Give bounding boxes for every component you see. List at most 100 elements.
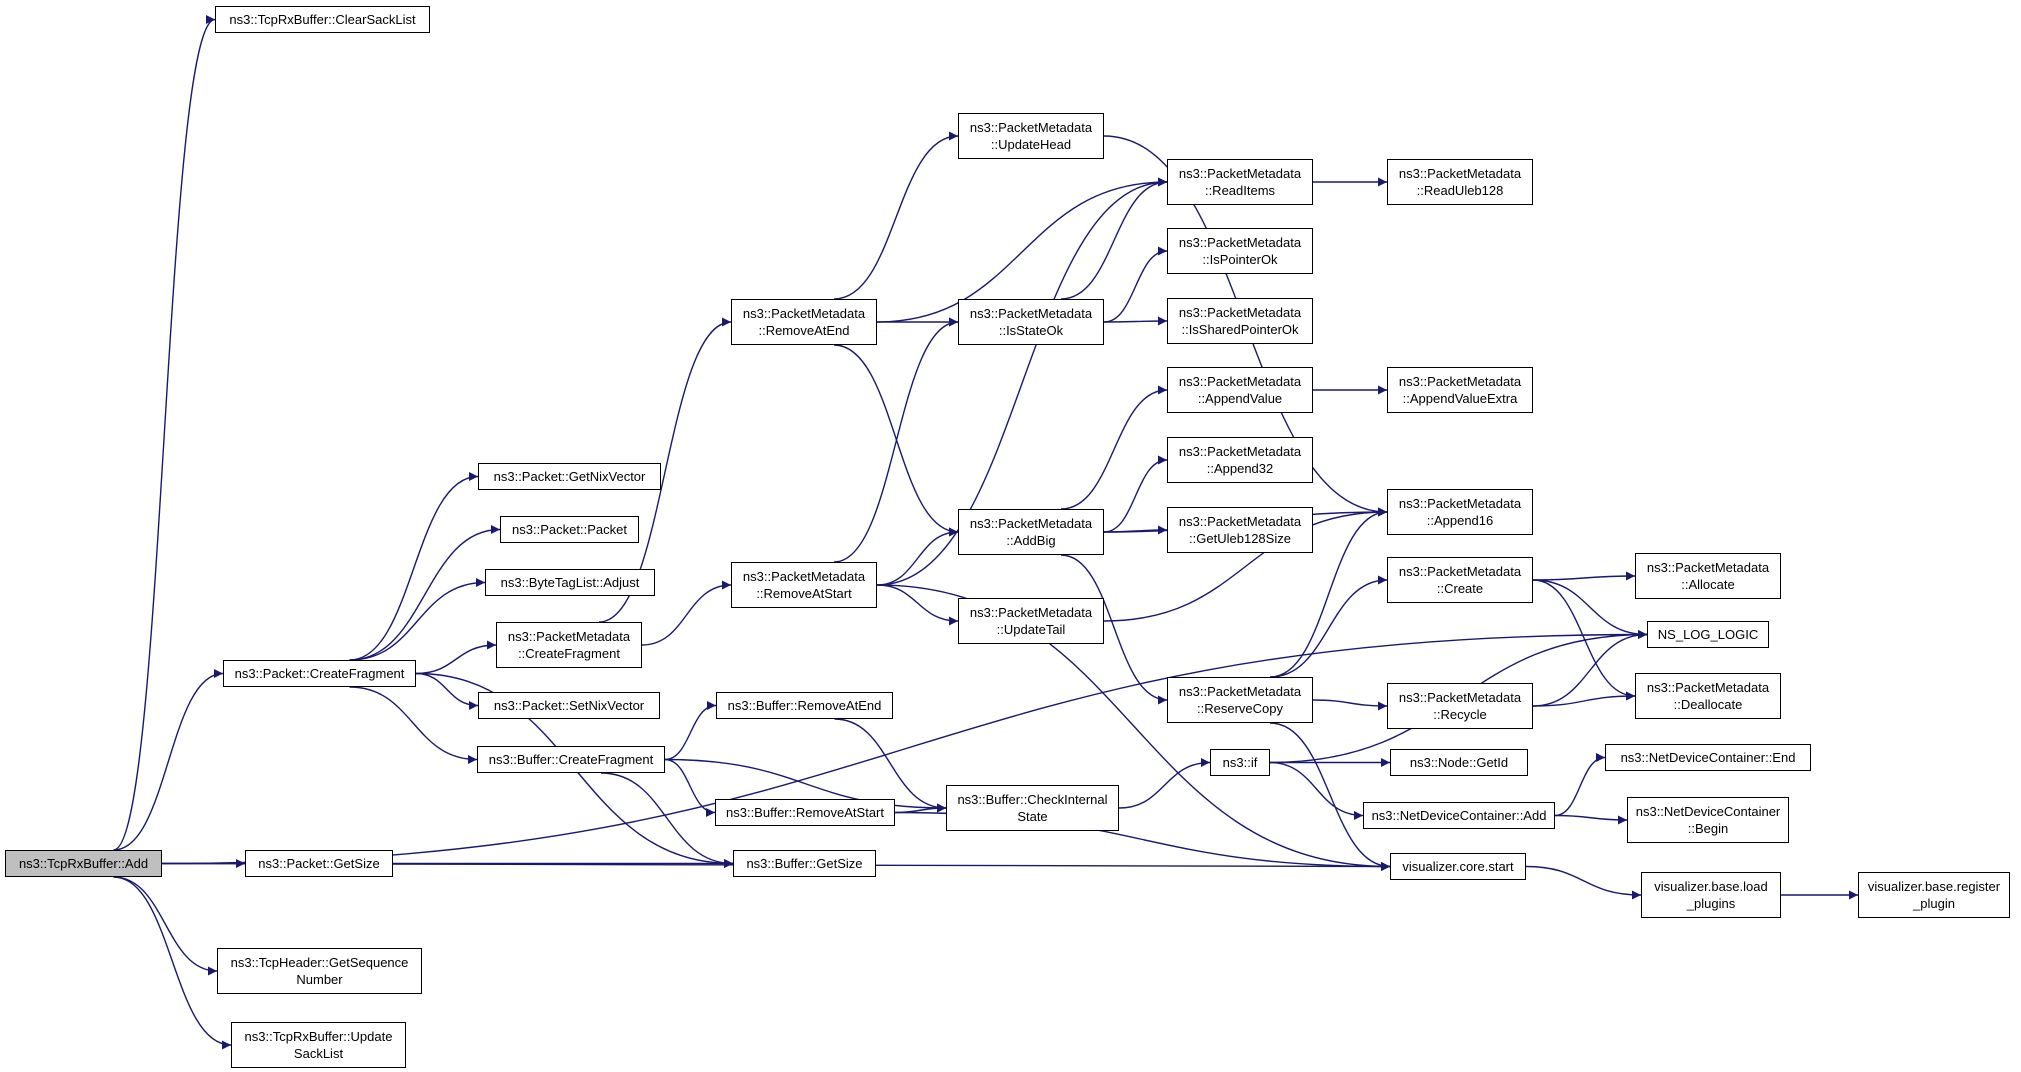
node-label: ::ReserveCopy xyxy=(1197,701,1283,716)
node-pmIsSharedPointerOk[interactable]: ns3::PacketMetadata::IsSharedPointerOk xyxy=(1167,298,1313,344)
node-vizCoreStart[interactable]: visualizer.core.start xyxy=(1390,853,1526,880)
edge-pmCreate-to-pmDeallocate xyxy=(1532,579,1636,701)
node-nodeGetId[interactable]: ns3::Node::GetId xyxy=(1390,749,1528,776)
node-pmIsStateOk[interactable]: ns3::PacketMetadata::IsStateOk xyxy=(958,299,1104,345)
node-bufCreateFragment[interactable]: ns3::Buffer::CreateFragment xyxy=(477,746,665,773)
edge-pmCreateFragment-to-pmRemoveAtStart xyxy=(641,580,732,646)
node-vizLoadPlugins[interactable]: visualizer.base.load_plugins xyxy=(1641,872,1781,918)
node-label: Number xyxy=(296,972,343,987)
node-pmDeallocate[interactable]: ns3::PacketMetadata::Deallocate xyxy=(1635,673,1781,719)
edge-bufCreateFragment-to-bufRemoveAtStart xyxy=(664,758,716,817)
node-vizRegisterPlugin[interactable]: visualizer.base.register_plugin xyxy=(1858,872,2010,918)
node-label: ns3::NetDeviceContainer::Add xyxy=(1371,808,1547,823)
node-label: ns3::PacketMetadata xyxy=(507,629,631,644)
node-label: _plugins xyxy=(1686,896,1736,911)
node-pmAllocate[interactable]: ns3::PacketMetadata::Allocate xyxy=(1635,553,1781,599)
edge-pktCreateFragment-to-bufCreateFragment xyxy=(349,686,478,764)
edge-pmAddBig-to-pmAppendValue xyxy=(1060,385,1168,510)
edge-pmRemoveAtStart-to-pmUpdateTail xyxy=(876,584,959,626)
edge-pmReserveCopy-to-pmRecycle xyxy=(1312,699,1388,711)
node-label: ns3::PacketMetadata xyxy=(1398,690,1522,705)
node-ndcAdd[interactable]: ns3::NetDeviceContainer::Add xyxy=(1363,802,1555,829)
edge-pmAddBig-to-pmAppend32 xyxy=(1103,455,1168,533)
node-label: ns3::TcpRxBuffer::Add xyxy=(18,856,149,871)
node-label: ::UpdateTail xyxy=(996,622,1066,637)
node-label: ::UpdateHead xyxy=(990,137,1072,152)
node-label: ns3::Buffer::CreateFragment xyxy=(488,752,654,767)
edge-add-to-tcpHdrSeq xyxy=(113,876,218,976)
node-ns3if[interactable]: ns3::if xyxy=(1210,749,1270,776)
node-label: ns3::PacketMetadata xyxy=(1398,166,1522,181)
node-label: ::RemoveAtStart xyxy=(756,586,852,601)
node-add[interactable]: ns3::TcpRxBuffer::Add xyxy=(5,850,162,877)
node-pmAppend16[interactable]: ns3::PacketMetadata::Append16 xyxy=(1387,489,1533,535)
node-label: ::AddBig xyxy=(1006,533,1056,548)
node-pmAppendValueExtra[interactable]: ns3::PacketMetadata::AppendValueExtra xyxy=(1387,367,1533,413)
node-btlAdjust[interactable]: ns3::ByteTagList::Adjust xyxy=(485,569,655,596)
node-pmUpdateTail[interactable]: ns3::PacketMetadata::UpdateTail xyxy=(958,598,1104,644)
node-bufGetSize[interactable]: ns3::Buffer::GetSize xyxy=(733,850,876,877)
node-ndcEnd[interactable]: ns3::NetDeviceContainer::End xyxy=(1605,744,1811,771)
node-label: ns3::Packet::GetNixVector xyxy=(493,469,646,484)
node-label: ns3::ByteTagList::Adjust xyxy=(500,575,640,590)
node-pmReserveCopy[interactable]: ns3::PacketMetadata::ReserveCopy xyxy=(1167,677,1313,723)
node-label: ::Recycle xyxy=(1433,707,1487,722)
node-pmIsPointerOk[interactable]: ns3::PacketMetadata::IsPointerOk xyxy=(1167,228,1313,274)
node-label: ns3::PacketMetadata xyxy=(969,306,1093,321)
node-pmReadItems[interactable]: ns3::PacketMetadata::ReadItems xyxy=(1167,159,1313,205)
edge-ndcAdd-to-ndcBegin xyxy=(1554,814,1628,825)
edge-pmRemoveAtStart-to-pmIsStateOk xyxy=(833,317,959,563)
node-pktGetSize[interactable]: ns3::Packet::GetSize xyxy=(245,850,393,877)
node-pmAddBig[interactable]: ns3::PacketMetadata::AddBig xyxy=(958,509,1104,555)
node-label: NS_LOG_LOGIC xyxy=(1657,627,1759,642)
node-label: ns3::PacketMetadata xyxy=(1398,496,1522,511)
node-label: ::AppendValueExtra xyxy=(1402,391,1518,406)
node-label: ::Append16 xyxy=(1426,513,1494,528)
node-label: ns3::PacketMetadata xyxy=(969,516,1093,531)
node-pmAppend32[interactable]: ns3::PacketMetadata::Append32 xyxy=(1167,437,1313,483)
node-label: visualizer.base.register xyxy=(1867,879,2001,894)
node-label: ns3::PacketMetadata xyxy=(1178,166,1302,181)
node-pmAppendValue[interactable]: ns3::PacketMetadata::AppendValue xyxy=(1167,367,1313,413)
node-label: ::RemoveAtEnd xyxy=(758,323,850,338)
node-pktCreateFragment[interactable]: ns3::Packet::CreateFragment xyxy=(223,660,416,687)
node-getNixVector[interactable]: ns3::Packet::GetNixVector xyxy=(478,463,661,490)
edge-pmRemoveAtStart-to-pmAddBig xyxy=(876,527,959,586)
node-pmRecycle[interactable]: ns3::PacketMetadata::Recycle xyxy=(1387,683,1533,729)
node-pmCreate[interactable]: ns3::PacketMetadata::Create xyxy=(1387,557,1533,603)
node-nsLogLogic[interactable]: NS_LOG_LOGIC xyxy=(1647,621,1769,648)
node-ndcBegin[interactable]: ns3::NetDeviceContainer::Begin xyxy=(1627,797,1789,843)
edge-pmIsStateOk-to-pmIsSharedPointerOk xyxy=(1103,316,1168,326)
node-label: SackList xyxy=(293,1046,344,1061)
node-pmCreateFragment[interactable]: ns3::PacketMetadata::CreateFragment xyxy=(496,622,642,668)
node-clearSackList[interactable]: ns3::TcpRxBuffer::ClearSackList xyxy=(215,6,430,33)
edge-pmIsStateOk-to-pmIsPointerOk xyxy=(1103,246,1168,323)
node-label: ns3::NetDeviceContainer::End xyxy=(1620,750,1796,765)
edge-vizCoreStart-to-vizLoadPlugins xyxy=(1525,865,1642,900)
node-label: ::ReadUleb128 xyxy=(1416,183,1504,198)
node-pmRemoveAtEnd[interactable]: ns3::PacketMetadata::RemoveAtEnd xyxy=(731,299,877,345)
edge-bufCreateFragment-to-bufRemoveAtEnd xyxy=(664,701,717,761)
edge-add-to-updateSackList xyxy=(113,876,232,1050)
node-label: ::Allocate xyxy=(1681,577,1735,592)
node-pmGetUleb128Size[interactable]: ns3::PacketMetadata::GetUleb128Size xyxy=(1167,507,1313,553)
node-pmRemoveAtStart[interactable]: ns3::PacketMetadata::RemoveAtStart xyxy=(731,562,877,608)
node-label: ns3::PacketMetadata xyxy=(1398,374,1522,389)
edge-pmRecycle-to-pmDeallocate xyxy=(1532,691,1636,707)
node-bufRemoveAtEnd[interactable]: ns3::Buffer::RemoveAtEnd xyxy=(716,692,893,719)
node-pmReadUleb128[interactable]: ns3::PacketMetadata::ReadUleb128 xyxy=(1387,159,1533,205)
node-label: ns3::NetDeviceContainer xyxy=(1635,804,1781,819)
node-label: ns3::PacketMetadata xyxy=(1646,560,1770,575)
node-label: ns3::PacketMetadata xyxy=(1178,684,1302,699)
node-setNixVector[interactable]: ns3::Packet::SetNixVector xyxy=(478,692,660,719)
node-pktPacket[interactable]: ns3::Packet::Packet xyxy=(500,516,639,543)
node-pmUpdateHead[interactable]: ns3::PacketMetadata::UpdateHead xyxy=(958,113,1104,159)
edge-bufCreateFragment-to-bufCheckInternal xyxy=(664,758,947,813)
node-label: ::GetUleb128Size xyxy=(1189,531,1291,546)
node-label: ns3::Packet::CreateFragment xyxy=(234,666,405,681)
node-bufRemoveAtStart[interactable]: ns3::Buffer::RemoveAtStart xyxy=(715,799,895,826)
